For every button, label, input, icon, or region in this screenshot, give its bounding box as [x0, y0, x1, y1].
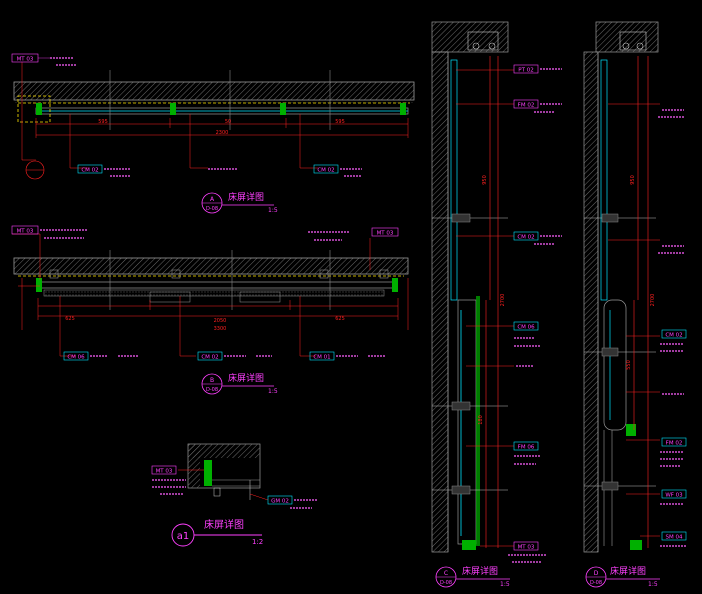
tag-cm02-c: CM 02: [513, 231, 539, 241]
svg-text:CM 02: CM 02: [201, 355, 218, 361]
svg-text:1:5: 1:5: [268, 388, 278, 395]
dim-v1-total: 2300: [216, 130, 229, 136]
view-plan-2: 625 2050 625 3300 MT 03 MT 03 CM 06: [11, 225, 409, 395]
view-plan-1: 595 50 595 2300 MT 03 CM 02 CM 02: [11, 53, 415, 214]
view-title-b-text: 床屏详图: [228, 372, 264, 384]
tag-mt03-v2b: MT 03: [371, 227, 399, 237]
tag-wf03-d: WF 03: [661, 489, 687, 499]
dim-v1-right: 595: [335, 119, 345, 125]
svg-text:A: A: [210, 196, 215, 203]
tag-fm06-c: FM 06: [513, 441, 539, 451]
tag-mt03-v2a: MT 03: [11, 225, 39, 235]
dim-v2-total: 3300: [214, 326, 227, 332]
svg-text:MT 03: MT 03: [17, 57, 34, 63]
dim-c-low: 180: [478, 415, 484, 425]
svg-text:CM 02: CM 02: [665, 333, 682, 339]
svg-text:D-08: D-08: [590, 580, 602, 586]
svg-text:a1: a1: [177, 531, 190, 542]
view-title-c-text: 床屏详图: [462, 565, 498, 577]
svg-text:SM 04: SM 04: [666, 535, 683, 541]
tag-mt03-a1: MT 03: [151, 465, 177, 475]
tag-cm01-v2: CM 01: [309, 351, 335, 361]
svg-text:FM 02: FM 02: [666, 441, 683, 447]
svg-text:MT 03: MT 03: [518, 545, 535, 551]
tag-pt02-c: PT 02: [513, 64, 539, 74]
svg-text:CM 02: CM 02: [81, 168, 98, 174]
svg-text:1:5: 1:5: [268, 207, 278, 214]
view-detail-a1: MT 03 GM 02 a1 床屏详图 1:2: [151, 443, 318, 547]
svg-text:D-08: D-08: [206, 387, 218, 393]
svg-text:PT 02: PT 02: [518, 68, 533, 74]
tag-cm06-v2: CM 06: [63, 351, 89, 361]
tag-cm02-v2: CM 02: [197, 351, 223, 361]
tag-cm02-v1b: CM 02: [313, 164, 339, 174]
svg-text:B: B: [210, 377, 214, 384]
dim-v1-mid: 50: [225, 119, 231, 125]
dim-d-mid: 2700: [650, 294, 656, 307]
svg-text:1:5: 1:5: [648, 581, 658, 588]
svg-text:MT 03: MT 03: [377, 231, 394, 237]
dim-v2-mid: 2050: [214, 318, 227, 324]
view-title-c: C D-08 床屏详图 1:5: [435, 565, 510, 588]
dim-c-top: 950: [482, 175, 488, 185]
view-section-c: 950 2700 180 PT 02 FM 02 CM 02 CM 06: [431, 21, 562, 588]
svg-text:CM 01: CM 01: [313, 355, 330, 361]
dim-c-mid: 2700: [500, 294, 506, 307]
view-title-d-text: 床屏详图: [610, 565, 646, 577]
svg-text:FM 06: FM 06: [518, 445, 535, 451]
dim-v2-right: 625: [335, 316, 345, 322]
view-title-b: B D-08 床屏详图 1:5: [201, 372, 278, 395]
svg-text:1:2: 1:2: [252, 538, 263, 546]
view-title-a: A D-08 床屏详图 1:5: [201, 191, 278, 214]
svg-text:D: D: [594, 570, 599, 577]
svg-text:1:5: 1:5: [500, 581, 510, 588]
tag-cm02-v1a: CM 02: [77, 164, 103, 174]
tag-fm02-d: FM 02: [661, 437, 687, 447]
svg-text:CM 06: CM 06: [517, 325, 535, 331]
tag-cm02-d: CM 02: [661, 329, 687, 339]
svg-text:CM 02: CM 02: [517, 235, 534, 241]
view-section-d: 950 2700 550 CM 02 FM 02 WF 03: [583, 21, 687, 588]
dim-d-top: 950: [630, 175, 636, 185]
svg-text:D-08: D-08: [206, 206, 218, 212]
tag-mt03-c: MT 03: [513, 541, 539, 551]
tag-fm02-c: FM 02: [513, 99, 539, 109]
svg-text:MT 03: MT 03: [17, 229, 34, 235]
svg-text:GM 02: GM 02: [271, 499, 289, 505]
dim-v2-left: 625: [65, 316, 75, 322]
svg-text:MT 03: MT 03: [156, 469, 173, 475]
view-title-a1-text: 床屏详图: [204, 518, 244, 531]
svg-text:D-08: D-08: [440, 580, 452, 586]
svg-text:CM 06: CM 06: [67, 355, 85, 361]
svg-text:CM 02: CM 02: [317, 168, 334, 174]
view-title-a1: a1 床屏详图 1:2: [171, 518, 263, 547]
view-title-d: D D-08 床屏详图 1:5: [585, 565, 660, 588]
tag-gm02-a1: GM 02: [267, 495, 293, 505]
dim-d-low: 550: [626, 360, 632, 370]
tag-mt03-v1: MT 03: [11, 53, 39, 63]
svg-text:C: C: [444, 570, 448, 577]
tag-sm04-d: SM 04: [661, 531, 687, 541]
tag-cm06-c: CM 06: [513, 321, 539, 331]
svg-text:FM 02: FM 02: [518, 103, 535, 109]
svg-text:WF 03: WF 03: [665, 493, 683, 499]
view-title-a-text: 床屏详图: [228, 191, 264, 203]
dim-v1-left: 595: [98, 119, 108, 125]
